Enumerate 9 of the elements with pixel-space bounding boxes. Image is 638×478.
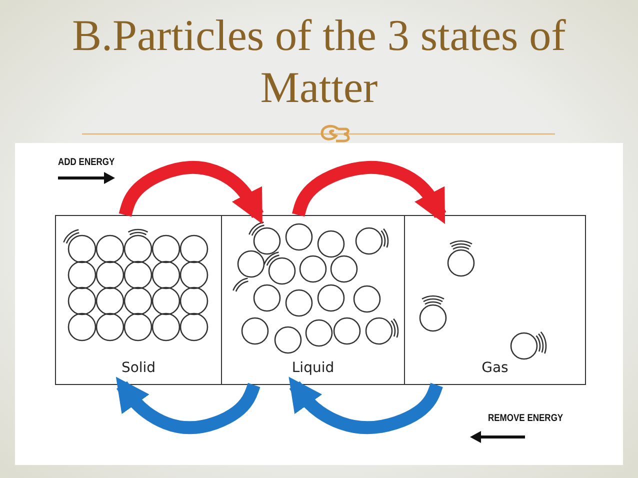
state-label: Gas (480, 360, 510, 376)
state-label: Solid (120, 360, 157, 376)
state-box (221, 215, 405, 385)
direction-label: ADD ENERGY (58, 157, 115, 168)
state-box (55, 215, 222, 385)
state-box (404, 215, 586, 385)
state-label: Liquid (290, 360, 336, 376)
direction-label: REMOVE ENERGY (488, 413, 564, 424)
title: B.Particles of the 3 states of Matter (71, 10, 567, 114)
